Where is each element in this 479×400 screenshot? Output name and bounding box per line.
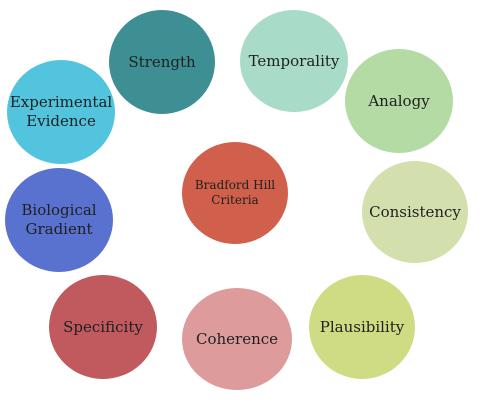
criterion-label: Plausibility — [319, 317, 405, 336]
criterion-node-specificity: Specificity — [49, 275, 157, 379]
criterion-node-experimental-evidence: Experimental Evidence — [7, 60, 115, 164]
criterion-label: Temporality — [248, 51, 340, 70]
criterion-label: Specificity — [63, 317, 143, 336]
criterion-label: Analogy — [368, 91, 430, 110]
criterion-node-biological-gradient: Biological Gradient — [5, 168, 113, 272]
criterion-node-consistency: Consistency — [362, 161, 468, 263]
criterion-label: Strength — [128, 52, 196, 71]
criterion-node-coherence: Coherence — [182, 288, 292, 390]
criterion-node-strength: Strength — [109, 10, 215, 114]
criterion-node-plausibility: Plausibility — [309, 275, 415, 379]
criterion-label: Coherence — [195, 329, 279, 348]
criterion-label: Consistency — [369, 202, 461, 221]
criterion-node-temporality: Temporality — [240, 10, 348, 112]
criterion-label: Experimental Evidence — [9, 93, 113, 130]
criterion-node-analogy: Analogy — [345, 49, 453, 153]
center-node: Bradford Hill Criteria — [182, 142, 288, 244]
criterion-label: Biological Gradient — [21, 201, 97, 238]
center-node-label: Bradford Hill Criteria — [194, 178, 276, 207]
